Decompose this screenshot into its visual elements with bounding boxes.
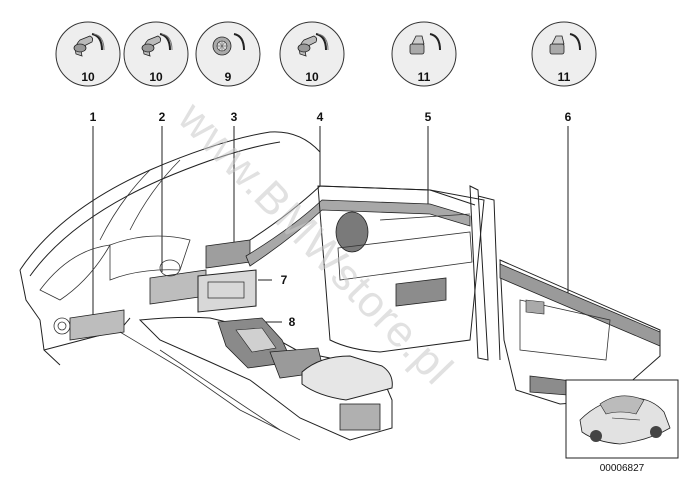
- trim-clip-icon: [73, 33, 105, 57]
- part-label-4[interactable]: 4: [317, 110, 324, 186]
- trim-clip-icon: [297, 33, 329, 57]
- callout-5[interactable]: 11: [391, 21, 457, 87]
- part-label-1[interactable]: 1: [90, 110, 97, 318]
- part-label-5[interactable]: 5: [425, 110, 432, 214]
- part-number: 8: [289, 315, 296, 329]
- round-clip-icon: [212, 33, 245, 56]
- callout-4[interactable]: 10: [279, 21, 345, 87]
- part-number: 2: [159, 110, 166, 124]
- callout-3[interactable]: 9: [195, 21, 261, 87]
- push-clip-icon: [549, 33, 581, 55]
- car-thumbnail-icon[interactable]: [565, 379, 679, 459]
- push-clip-icon: [409, 33, 441, 55]
- part-number: 3: [231, 110, 238, 124]
- part-number: 7: [281, 273, 288, 287]
- part-number: 1: [90, 110, 97, 124]
- part-label-2[interactable]: 2: [159, 110, 166, 272]
- callout-label: 9: [225, 70, 232, 84]
- part-number: 6: [565, 110, 572, 124]
- part-label-6[interactable]: 6: [565, 110, 572, 296]
- callout-label: 10: [149, 70, 163, 84]
- part-number: 4: [317, 110, 324, 124]
- part-label-3[interactable]: 3: [231, 110, 238, 248]
- dashboard-illustration: [19, 131, 476, 441]
- callout-label: 11: [558, 70, 571, 84]
- callout-label: 10: [305, 70, 319, 84]
- callout-label: 10: [81, 70, 95, 84]
- callout-1[interactable]: 10: [55, 21, 121, 87]
- front-door-illustration: [317, 185, 501, 361]
- callout-6[interactable]: 11: [531, 21, 597, 87]
- callout-label: 11: [418, 70, 431, 84]
- part-label-7[interactable]: 7: [258, 273, 288, 287]
- part-number: 5: [425, 110, 432, 124]
- document-number: 00006827: [600, 463, 645, 474]
- callout-2[interactable]: 10: [123, 21, 189, 87]
- trim-clip-icon: [141, 33, 173, 57]
